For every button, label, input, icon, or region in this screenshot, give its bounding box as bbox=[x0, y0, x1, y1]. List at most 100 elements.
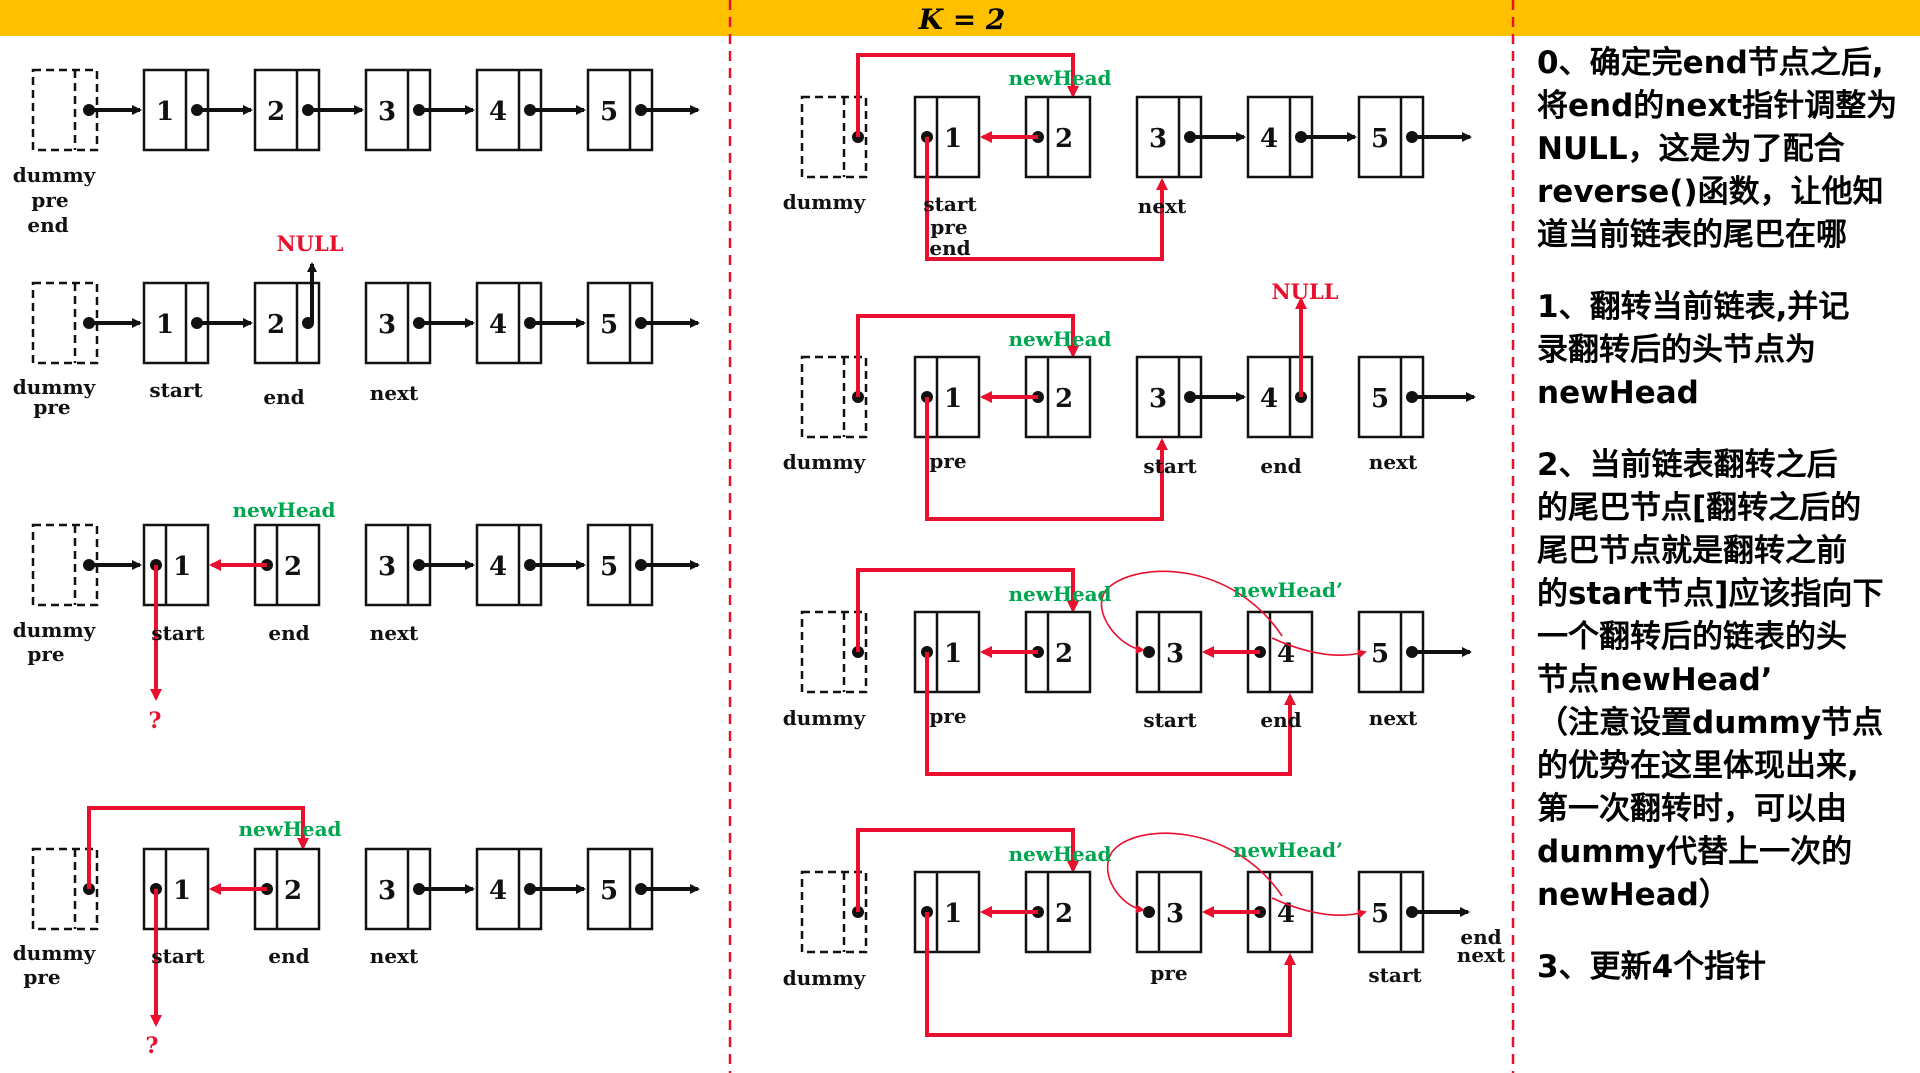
node-value: 2 bbox=[267, 310, 285, 340]
note-line: 节点newHead’ bbox=[1537, 662, 1773, 698]
node-value: 4 bbox=[489, 310, 507, 340]
label-next: next bbox=[370, 944, 419, 968]
pre-to-end-arrow bbox=[925, 912, 1296, 1037]
dummy-to-newhead-arrow bbox=[856, 314, 1079, 397]
label-dummy: dummy bbox=[13, 375, 97, 399]
dummy-node bbox=[800, 355, 868, 439]
node-value: 3 bbox=[378, 876, 396, 906]
node-value: 1 bbox=[944, 384, 962, 414]
node-value: 5 bbox=[600, 876, 618, 906]
note-line: dummy代替上一次的 bbox=[1537, 834, 1853, 870]
label-pre: pre bbox=[31, 188, 68, 212]
start-link-curve bbox=[1106, 832, 1283, 914]
node-value: 5 bbox=[600, 310, 618, 340]
label-end: end bbox=[268, 944, 309, 968]
note-line: 3、更新4个指针 bbox=[1537, 949, 1767, 985]
label-dummy: dummy bbox=[13, 941, 97, 965]
label-dummy: dummy bbox=[783, 706, 867, 730]
label-pre: pre bbox=[929, 704, 966, 728]
note-line: 尾巴节点就是翻转之前 bbox=[1537, 533, 1847, 569]
note-line: newHead bbox=[1537, 375, 1699, 411]
label-end: end bbox=[1260, 708, 1301, 732]
node-value: 1 bbox=[944, 899, 962, 929]
label-next: next bbox=[1369, 706, 1418, 730]
label-dummy: dummy bbox=[783, 190, 867, 214]
pre-to-end-arrow bbox=[925, 652, 1296, 776]
node-value: 4 bbox=[1260, 124, 1278, 154]
node-value: 1 bbox=[944, 124, 962, 154]
label-question: ? bbox=[149, 708, 162, 734]
label-next: next bbox=[1457, 943, 1506, 967]
label-null: NULL bbox=[276, 231, 343, 256]
note-line: （注意设置dummy节点 bbox=[1537, 705, 1884, 741]
label-dummy: dummy bbox=[13, 618, 97, 642]
node-value: 5 bbox=[1371, 384, 1389, 414]
label-end: end bbox=[929, 236, 970, 260]
dummy-node bbox=[800, 95, 868, 179]
end-to-next-arrow bbox=[925, 137, 1168, 261]
label-start: start bbox=[1143, 708, 1197, 732]
label-start: start bbox=[151, 944, 205, 968]
note-paragraph: 1、翻转当前链表,并记录翻转后的头节点为 newHead bbox=[1537, 286, 1917, 415]
label-dummy: dummy bbox=[783, 966, 867, 990]
note-line: 1、翻转当前链表,并记 bbox=[1537, 289, 1850, 325]
label-pre: pre bbox=[33, 395, 70, 419]
header-title: K = 2 bbox=[918, 3, 1006, 36]
node-value: 5 bbox=[600, 97, 618, 127]
dummy-to-newhead-arrow bbox=[856, 828, 1079, 912]
node-value: 3 bbox=[1166, 899, 1184, 929]
label-newhead: newHead bbox=[232, 498, 335, 522]
dummy-node bbox=[800, 870, 868, 954]
label-dummy: dummy bbox=[13, 163, 97, 187]
node-value: 3 bbox=[378, 97, 396, 127]
label-newhead: newHead bbox=[1008, 582, 1111, 606]
node-value: 2 bbox=[1055, 384, 1073, 414]
label-pre: pre bbox=[23, 965, 60, 989]
label-start: start bbox=[923, 192, 977, 216]
dummy-to-newhead-arrow bbox=[856, 568, 1079, 652]
label-dummy: dummy bbox=[783, 450, 867, 474]
end-to-next-curve bbox=[1271, 637, 1367, 659]
label-start: start bbox=[151, 621, 205, 645]
note-line: 录翻转后的头节点为 bbox=[1537, 332, 1816, 368]
node-value: 2 bbox=[1055, 124, 1073, 154]
label-newhead: newHead bbox=[1008, 842, 1111, 866]
label-newhead: newHead bbox=[1008, 327, 1111, 351]
label-next: next bbox=[370, 381, 419, 405]
note-paragraph: 2、当前链表翻转之后的尾巴节点[翻转之后的尾巴节点就是翻转之前的start节点]… bbox=[1537, 444, 1917, 917]
label-end: end bbox=[263, 385, 304, 409]
note-line: newHead） bbox=[1537, 877, 1730, 913]
node-value: 4 bbox=[489, 552, 507, 582]
label-null: NULL bbox=[1271, 279, 1338, 304]
node-value: 1 bbox=[944, 639, 962, 669]
node-value: 2 bbox=[284, 876, 302, 906]
node-value: 4 bbox=[489, 97, 507, 127]
node-value: 5 bbox=[600, 552, 618, 582]
dummy-node bbox=[800, 610, 868, 694]
note-line: 将end的next指针调整为 bbox=[1537, 88, 1898, 124]
node-value: 3 bbox=[378, 310, 396, 340]
label-end: end bbox=[1460, 925, 1501, 949]
note-paragraph: 3、更新4个指针 bbox=[1537, 946, 1917, 989]
prev-pointer-dot bbox=[1143, 646, 1155, 658]
node-value: 3 bbox=[1149, 384, 1167, 414]
dummy-to-newhead-arrow bbox=[87, 806, 309, 889]
node-value: 1 bbox=[173, 876, 191, 906]
end-to-next-curve bbox=[1271, 897, 1367, 919]
node-value: 2 bbox=[284, 552, 302, 582]
node-value: 4 bbox=[1260, 384, 1278, 414]
label-next: next bbox=[1369, 450, 1418, 474]
label-pre: pre bbox=[1150, 961, 1187, 985]
label-newhead2: newHead’ bbox=[1233, 838, 1343, 862]
note-line: 第一次翻转时，可以由 bbox=[1537, 791, 1847, 827]
dummy-to-newhead-arrow bbox=[856, 53, 1079, 137]
node-value: 2 bbox=[267, 97, 285, 127]
label-end: end bbox=[1260, 454, 1301, 478]
note-line: 2、当前链表翻转之后 bbox=[1537, 447, 1838, 483]
label-next: next bbox=[370, 621, 419, 645]
label-pre: pre bbox=[930, 215, 967, 239]
node-box bbox=[364, 68, 432, 152]
node-value: 4 bbox=[489, 876, 507, 906]
label-pre: pre bbox=[929, 449, 966, 473]
